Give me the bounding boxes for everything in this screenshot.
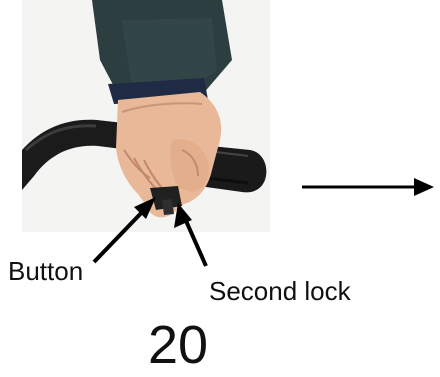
button-label: Button	[8, 258, 83, 284]
button-pointer-arrow-icon	[94, 197, 156, 262]
page-number: 20	[148, 318, 208, 372]
second-lock-pointer-arrow-icon	[174, 203, 206, 266]
right-arrow-icon	[302, 178, 434, 196]
second-lock-label: Second lock	[209, 278, 351, 304]
